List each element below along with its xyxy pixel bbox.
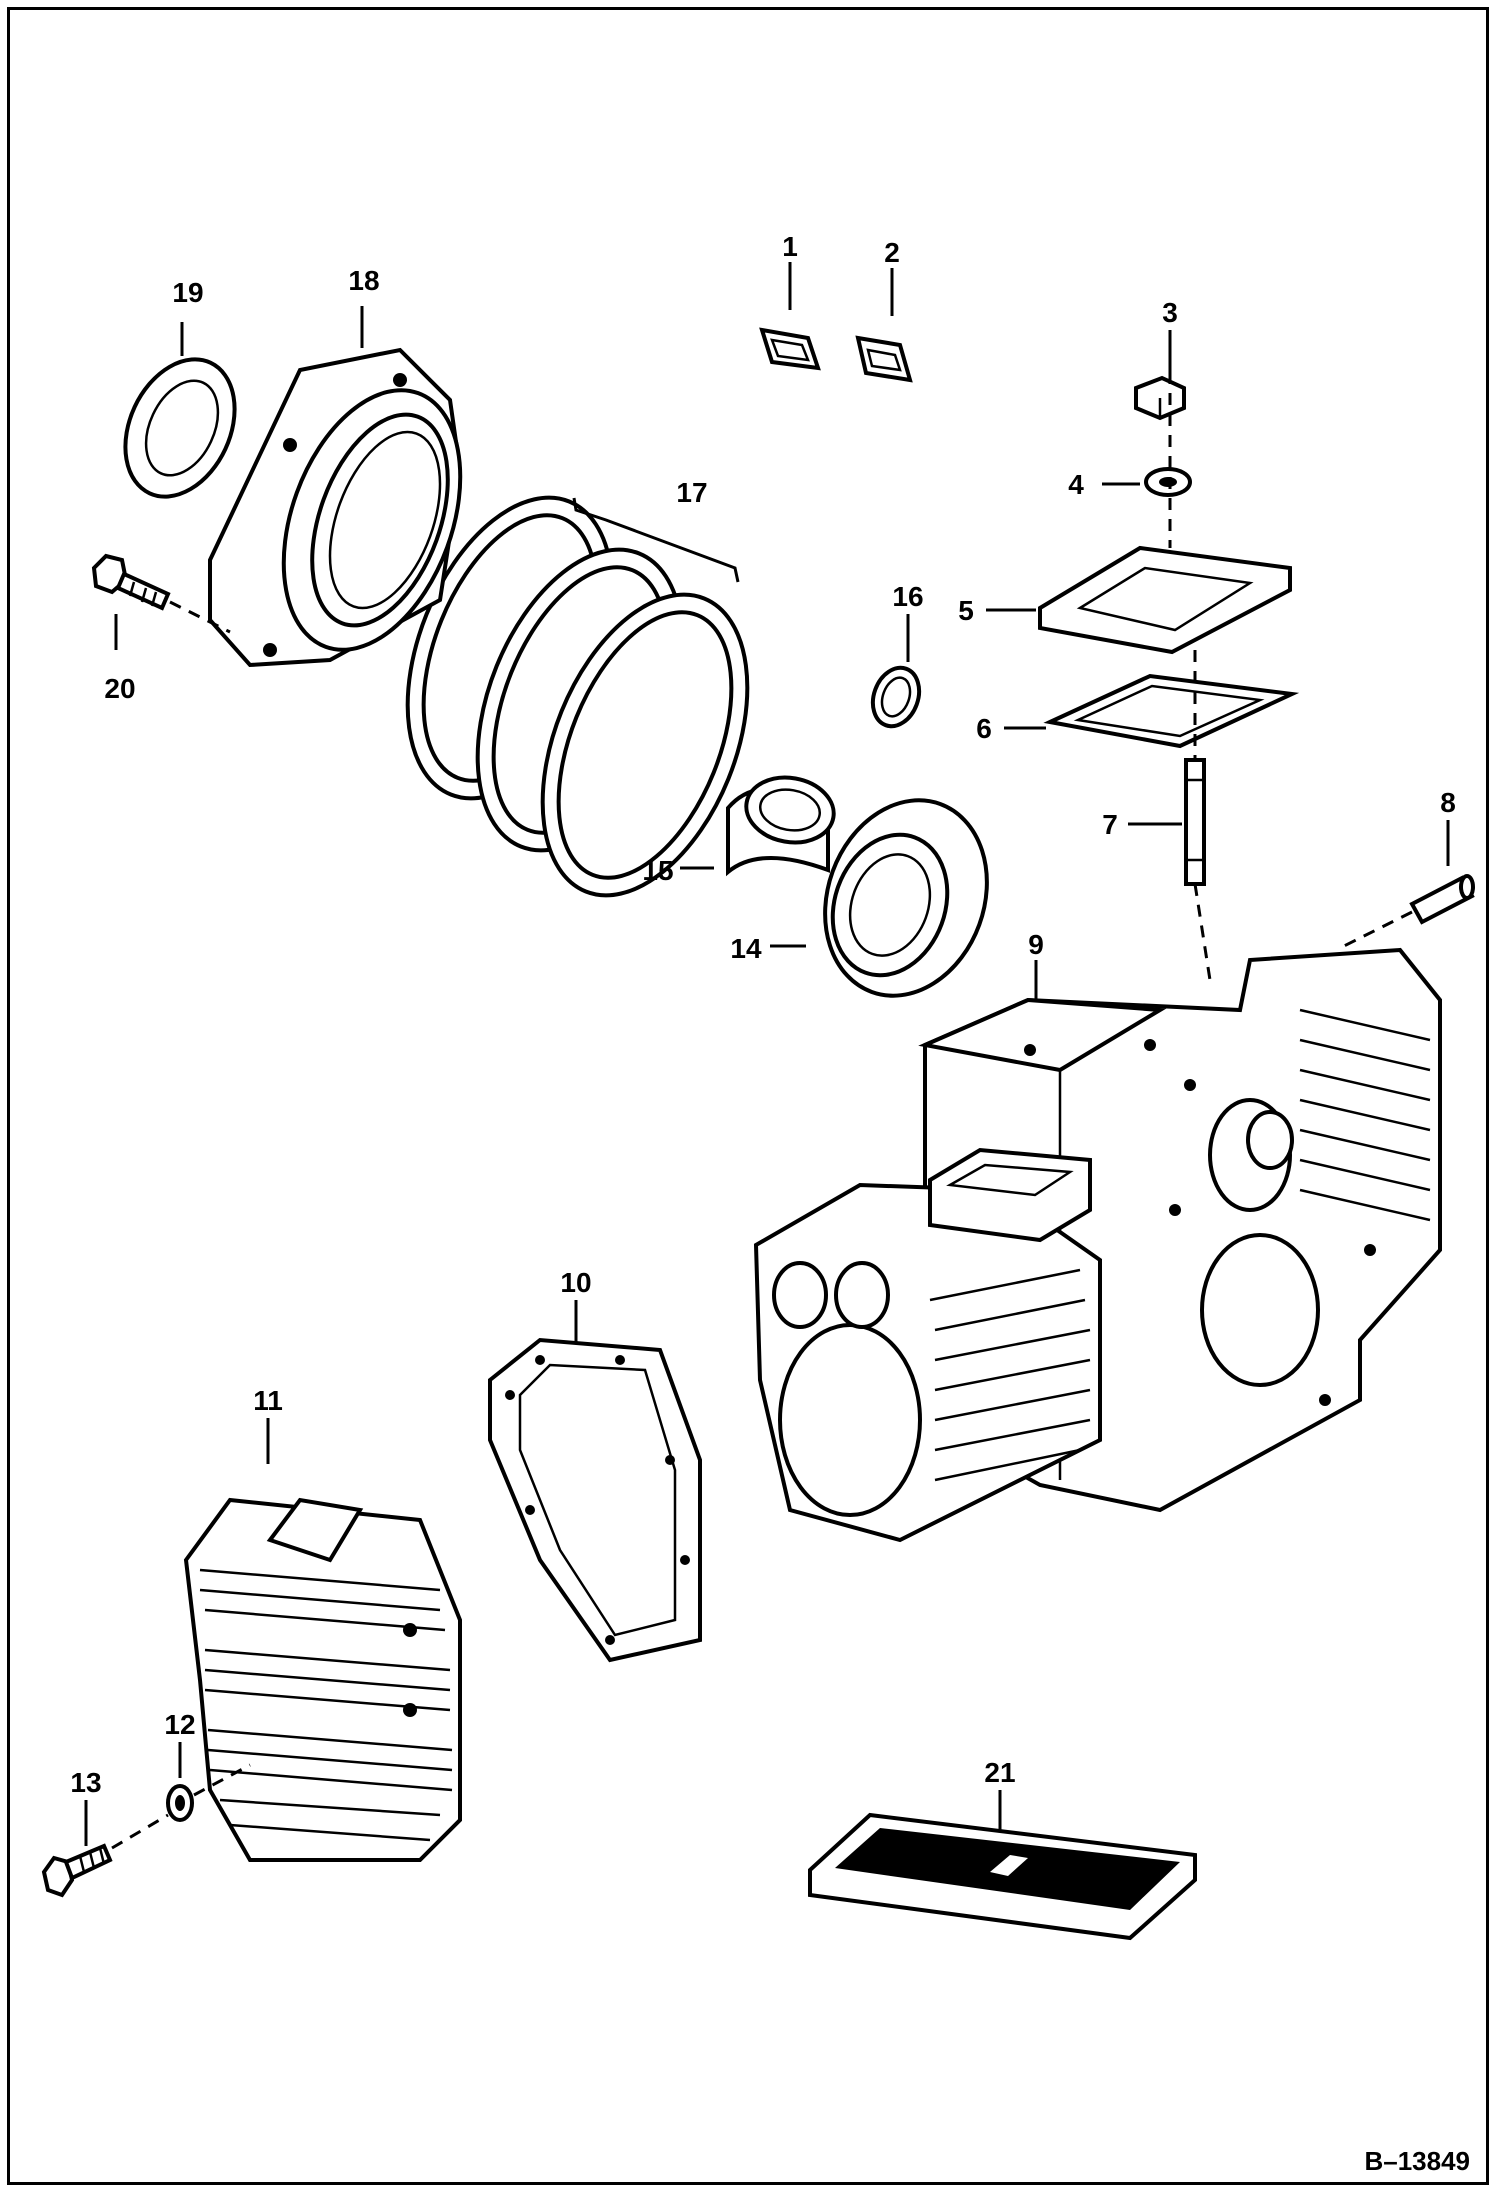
part-9-cylinder-block: [753, 947, 1442, 1543]
part-1-gasket: [759, 262, 821, 371]
callout-4: 4: [1068, 469, 1084, 500]
callout-5: 5: [958, 595, 974, 626]
part-12-washer: [166, 1742, 194, 1822]
part-18-bearing-plate: [208, 306, 463, 668]
callout-17: 17: [676, 477, 707, 508]
callout-6: 6: [976, 713, 992, 744]
part-4-washer: [1102, 467, 1192, 497]
callout-10: 10: [560, 1267, 591, 1298]
part-2-gasket: [855, 268, 913, 383]
callout-7: 7: [1102, 809, 1118, 840]
part-5-cover-plate: [986, 545, 1292, 655]
callout-1: 1: [782, 231, 798, 262]
callout-14: 14: [730, 933, 762, 964]
part-11-cylinder-head: [183, 1418, 462, 1862]
part-16-ring: [870, 614, 922, 729]
callout-15: 15: [642, 855, 673, 886]
callout-3: 3: [1162, 297, 1178, 328]
part-17-gasket-set: [405, 495, 750, 898]
callout-11: 11: [253, 1385, 283, 1416]
part-13-bolt: [41, 1763, 251, 1898]
callout-18: 18: [348, 265, 379, 296]
part-8-pin: [1339, 820, 1475, 950]
assembly-line-top: [1168, 372, 1212, 981]
part-19-seal: [123, 322, 237, 499]
callout-8: 8: [1440, 787, 1456, 818]
part-10-head-gasket: [488, 1300, 702, 1663]
callout-16: 16: [892, 581, 923, 612]
callout-19: 19: [172, 277, 203, 308]
part-20-bolt: [91, 553, 231, 650]
figure-id: B–13849: [1364, 2146, 1470, 2176]
part-21-gasket-kit: [808, 1790, 1197, 1941]
part-14-bearing: [770, 798, 989, 998]
callout-21: 21: [984, 1757, 1015, 1788]
part-6-gasket: [1004, 673, 1300, 749]
part-15-bushing: [680, 775, 836, 877]
part-3-nut: [1134, 330, 1186, 421]
callout-20: 20: [104, 673, 135, 704]
callout-2: 2: [884, 237, 900, 268]
callout-13: 13: [70, 1767, 101, 1798]
callout-9: 9: [1028, 929, 1044, 960]
callout-12: 12: [164, 1709, 195, 1740]
part-7-stud: [1128, 758, 1206, 886]
